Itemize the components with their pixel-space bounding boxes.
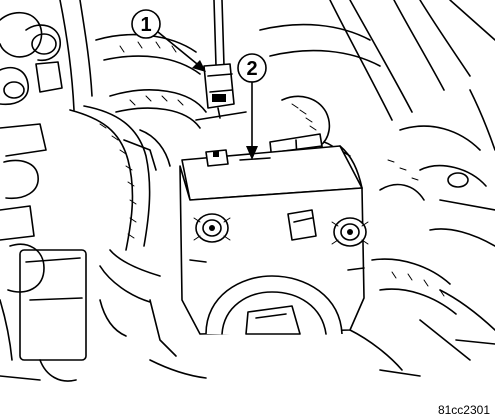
callout-1-label: 1 (140, 14, 151, 36)
background-structure (0, 0, 495, 382)
figure-code: 81cc2301 (438, 403, 490, 417)
module-housing (179, 145, 369, 335)
callout-1: 1 (131, 9, 206, 72)
callout-2-label: 2 (246, 58, 257, 80)
electrical-connector (195, 63, 247, 121)
callout-2: 2 (237, 53, 267, 160)
